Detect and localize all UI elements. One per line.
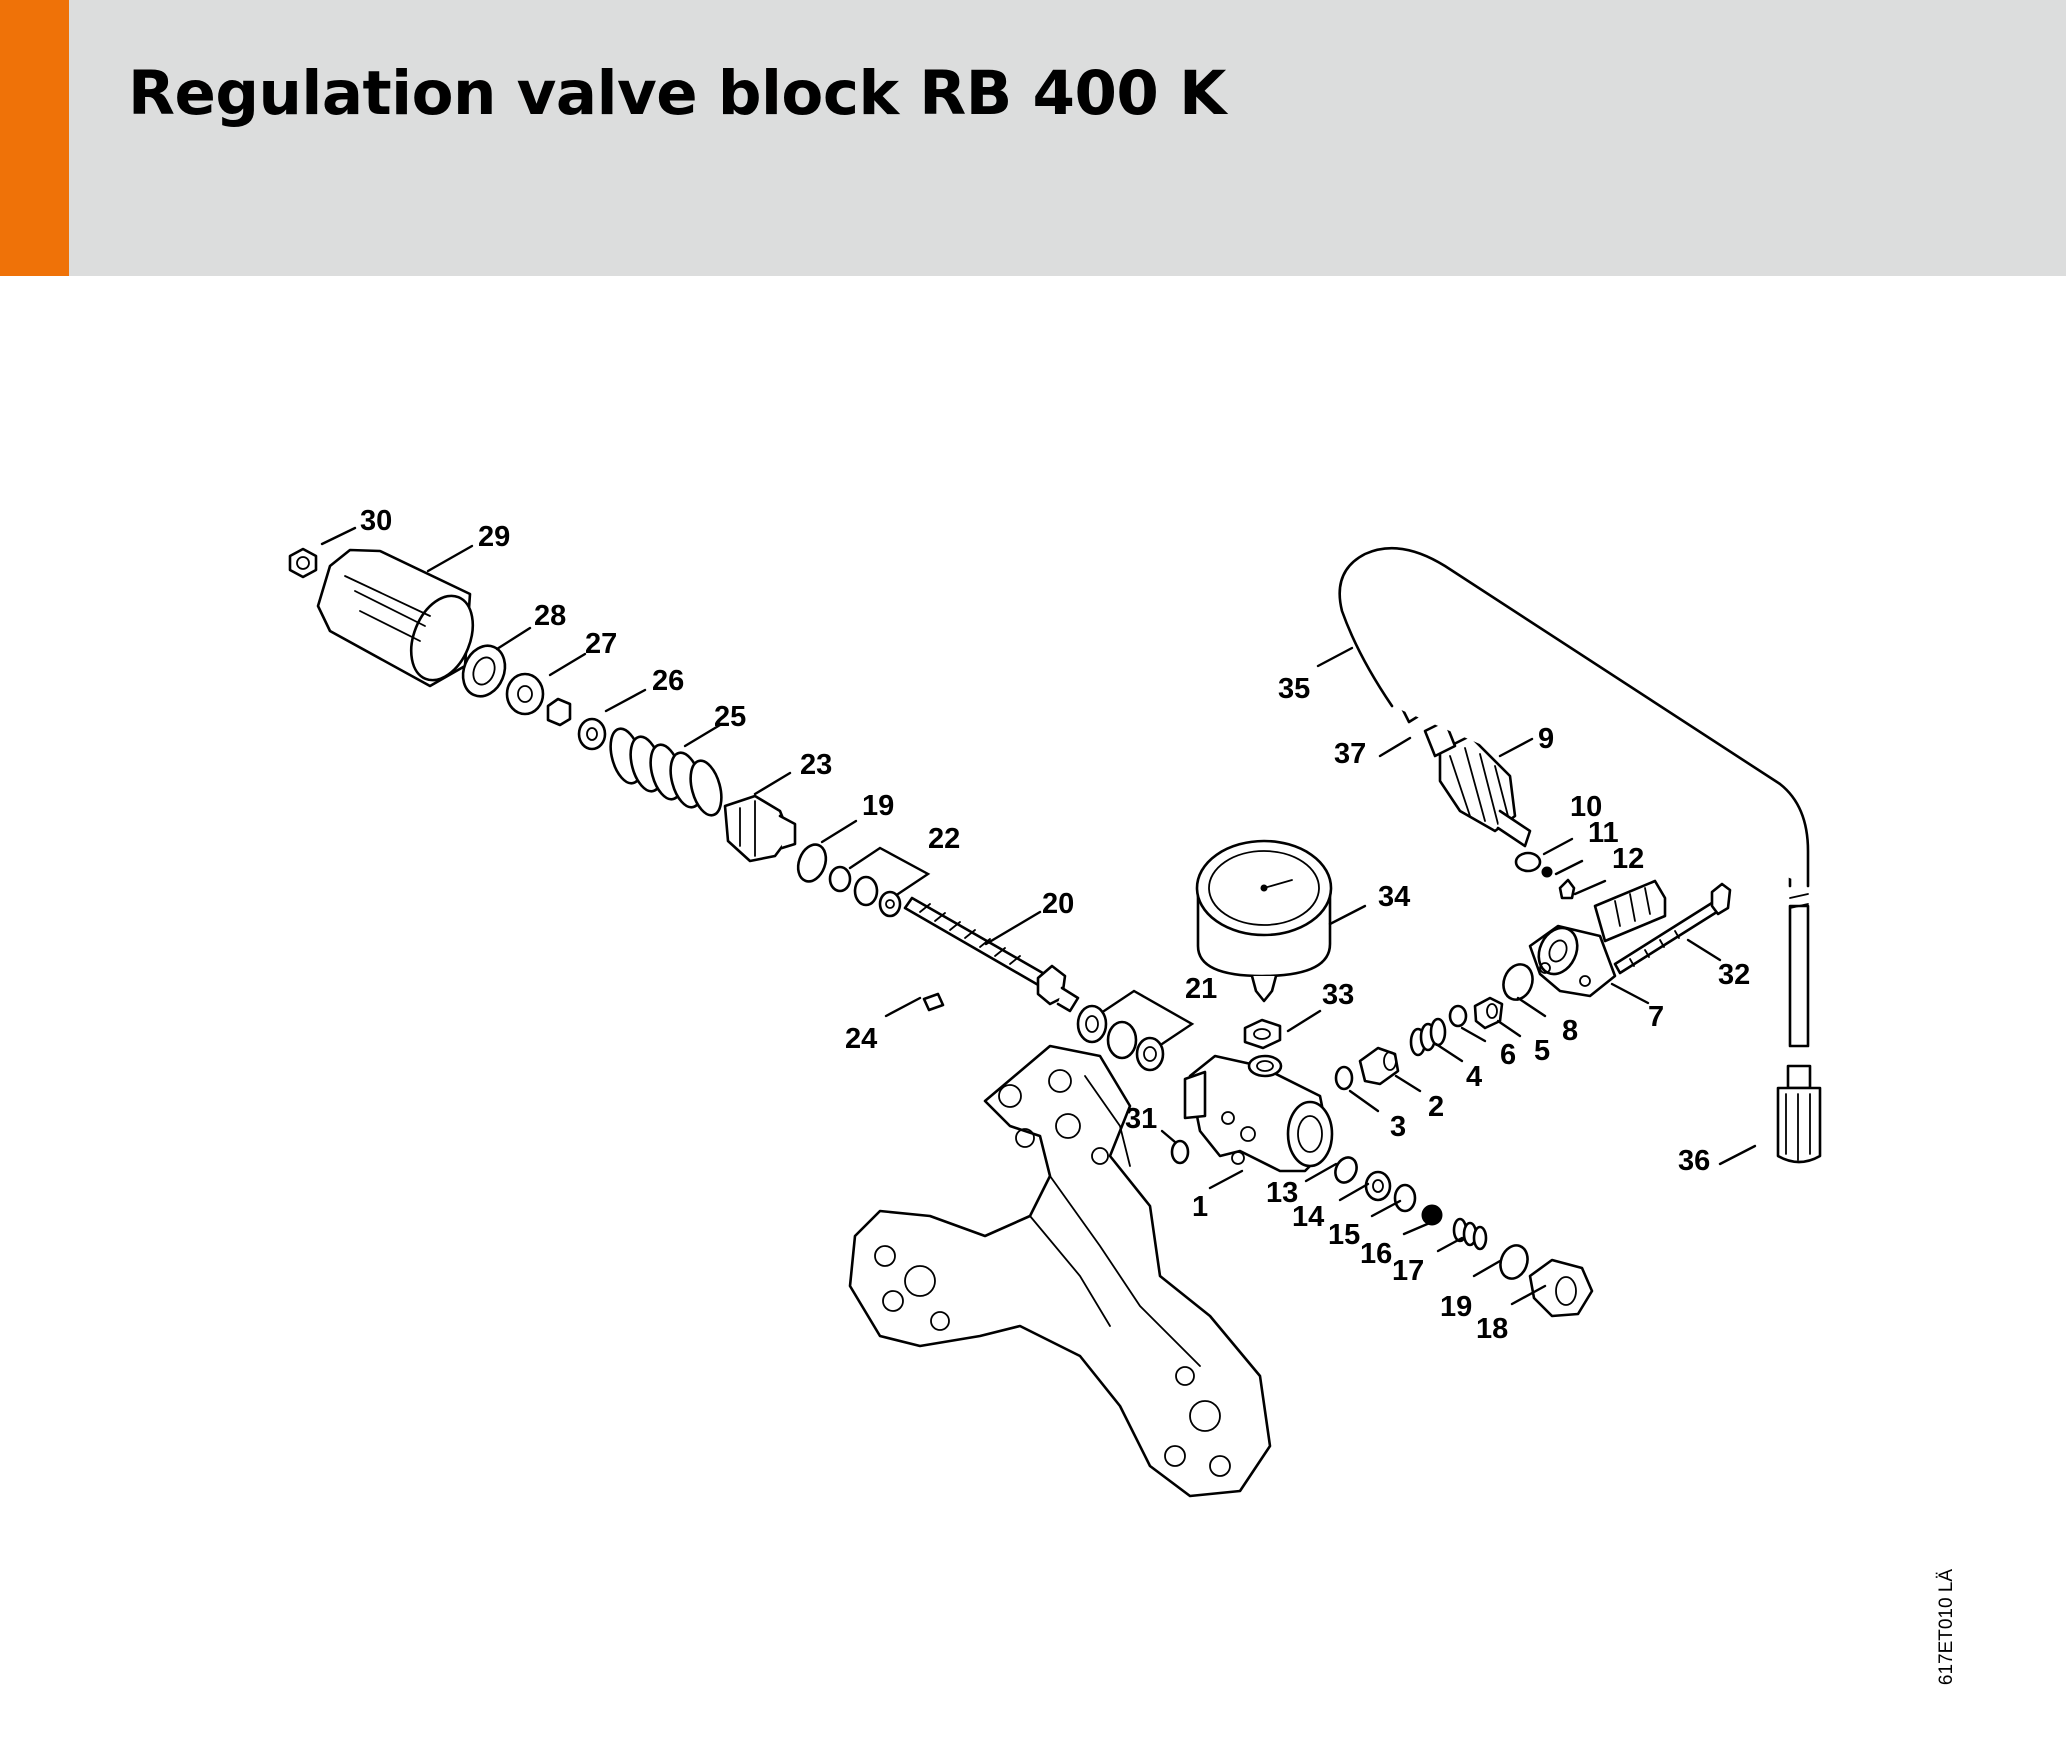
leader-lines xyxy=(320,526,1757,1306)
o-ring-8 xyxy=(1502,963,1534,1001)
nut-30 xyxy=(288,547,318,579)
callout-32: 32 xyxy=(1718,959,1750,991)
callout-13: 13 xyxy=(1266,1177,1298,1209)
header-band xyxy=(0,0,2066,276)
callout-14: 14 xyxy=(1292,1201,1324,1233)
o-ring-19a xyxy=(796,843,828,883)
callout-10: 10 xyxy=(1570,791,1602,823)
exploded-parts-diagram: 30 29 28 27 26 25 23 19 22 20 24 21 34 3… xyxy=(288,505,1822,1498)
o-ring-3 xyxy=(1334,1065,1354,1091)
fitting-23 xyxy=(723,794,797,863)
callout-24: 24 xyxy=(845,1023,877,1055)
washer-26 xyxy=(577,717,607,751)
callout-17: 17 xyxy=(1392,1255,1424,1287)
washer-10 xyxy=(1514,851,1542,873)
callout-30: 30 xyxy=(360,505,392,537)
hose-35 xyxy=(1338,546,1810,1048)
page-title: Regulation valve block RB 400 K xyxy=(128,58,1226,129)
callout-33: 33 xyxy=(1322,979,1354,1011)
o-ring-6 xyxy=(1448,1004,1468,1028)
pressure-gauge-34 xyxy=(1195,839,1333,1003)
bolt-32 xyxy=(1613,882,1732,975)
filter-9 xyxy=(1423,719,1532,848)
callout-8: 8 xyxy=(1562,1015,1578,1047)
callout-34: 34 xyxy=(1378,881,1410,913)
accent-bar xyxy=(0,0,69,276)
callout-5: 5 xyxy=(1534,1035,1550,1067)
nozzle-12 xyxy=(1558,878,1576,900)
ball-11 xyxy=(1541,866,1553,878)
drawing-number: 617ET010 LÄ xyxy=(1936,1568,1957,1686)
callout-15: 15 xyxy=(1328,1219,1360,1251)
filter-36 xyxy=(1776,1064,1822,1164)
callout-19-upper: 19 xyxy=(862,790,894,822)
valve-block-1 xyxy=(1183,1054,1334,1173)
o-ring-13 xyxy=(1334,1156,1358,1184)
callout-2: 2 xyxy=(1428,1091,1444,1123)
callout-22: 22 xyxy=(928,823,960,855)
callout-27: 27 xyxy=(585,628,617,660)
spring-4 xyxy=(1409,1017,1447,1057)
pin-24 xyxy=(922,992,945,1012)
o-ring-19b xyxy=(1499,1244,1529,1280)
callout-35: 35 xyxy=(1278,673,1310,705)
seal-set-21 xyxy=(1076,1004,1165,1072)
callout-16: 16 xyxy=(1360,1238,1392,1270)
spring-25 xyxy=(609,727,723,817)
cap-nut-18 xyxy=(1528,1258,1594,1318)
callout-37: 37 xyxy=(1334,738,1366,770)
ball-16 xyxy=(1421,1204,1443,1226)
callout-23: 23 xyxy=(800,749,832,781)
callout-21: 21 xyxy=(1185,973,1217,1005)
callout-26: 26 xyxy=(652,665,684,697)
disc-27 xyxy=(505,672,545,716)
callout-12: 12 xyxy=(1612,843,1644,875)
callout-7: 7 xyxy=(1648,1001,1664,1033)
callout-18: 18 xyxy=(1476,1313,1508,1345)
callout-19-lower: 19 xyxy=(1440,1291,1472,1323)
seal-set-22 xyxy=(828,865,902,918)
callout-3: 3 xyxy=(1390,1111,1406,1143)
nut-27b xyxy=(546,697,572,727)
callout-25: 25 xyxy=(714,701,746,733)
callout-36: 36 xyxy=(1678,1145,1710,1177)
valve-seat-14 xyxy=(1364,1170,1392,1202)
piston-rod-20 xyxy=(903,896,1080,1013)
callout-28: 28 xyxy=(534,600,566,632)
valve-seat-2 xyxy=(1358,1046,1400,1086)
valve-5 xyxy=(1473,996,1504,1030)
callout-29: 29 xyxy=(478,521,510,553)
callout-20: 20 xyxy=(1042,888,1074,920)
callout-labels: 30 29 28 27 26 25 23 19 22 20 24 21 34 3… xyxy=(360,505,1750,1345)
washer-28 xyxy=(461,644,507,698)
spring-17 xyxy=(1452,1217,1488,1251)
callout-9: 9 xyxy=(1538,723,1554,755)
callout-11: 11 xyxy=(1588,817,1619,849)
callout-6: 6 xyxy=(1500,1039,1516,1071)
pump-bracket xyxy=(848,1044,1272,1498)
connector-block-7 xyxy=(1528,879,1667,998)
callout-4: 4 xyxy=(1466,1061,1482,1093)
callout-1: 1 xyxy=(1192,1191,1208,1223)
callout-31: 31 xyxy=(1125,1103,1157,1135)
adjusting-knob-29 xyxy=(316,548,475,688)
circlip-15 xyxy=(1393,1183,1417,1213)
o-ring-31 xyxy=(1170,1139,1190,1165)
nut-33 xyxy=(1243,1018,1282,1050)
